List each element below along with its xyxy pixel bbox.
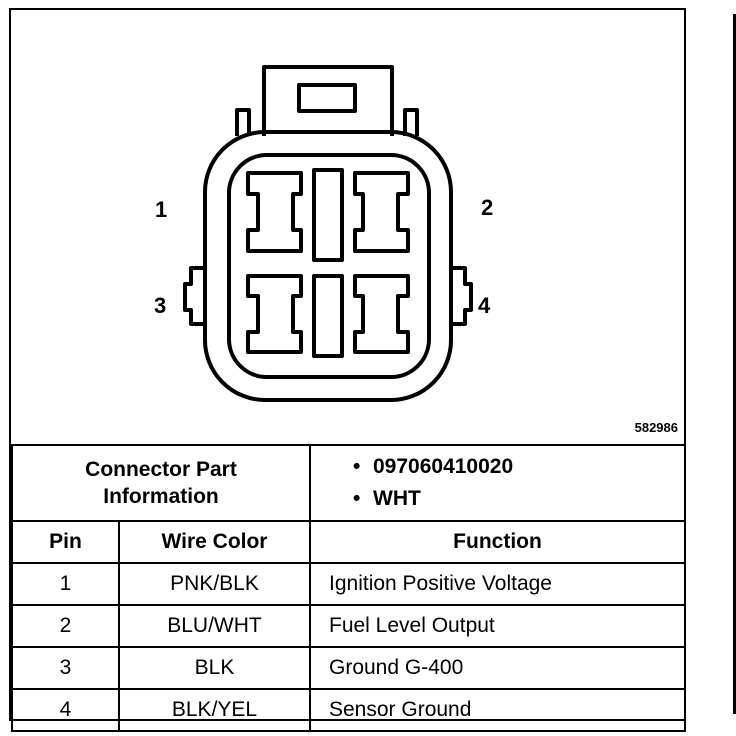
function-cell: Sensor Ground — [309, 688, 686, 732]
connector-table: Connector Part Information 097060410020 … — [11, 444, 686, 732]
pin-label-2: 2 — [481, 195, 494, 220]
pin-cell: 1 — [11, 562, 120, 606]
pin-cell: 2 — [11, 604, 120, 648]
table-row: 3 BLK Ground G-400 — [11, 646, 686, 690]
function-cell: Ground G-400 — [309, 646, 686, 690]
pin-label-3: 3 — [154, 293, 167, 318]
wire-color-cell: BLU/WHT — [118, 604, 311, 648]
wire-color-cell: BLK/YEL — [118, 688, 311, 732]
table-header-row: Pin Wire Color Function — [11, 520, 686, 564]
connector-color: WHT — [355, 483, 684, 515]
connector-info-row: Connector Part Information 097060410020 … — [11, 444, 686, 522]
function-cell: Fuel Level Output — [309, 604, 686, 648]
pin-label-4: 4 — [478, 293, 491, 318]
figure-id: 582986 — [634, 420, 678, 435]
wire-color-cell: PNK/BLK — [118, 562, 311, 606]
wire-color-cell: BLK — [118, 646, 311, 690]
pin-label-1: 1 — [155, 197, 168, 222]
pin-cell: 3 — [11, 646, 120, 690]
header-wire-color: Wire Color — [118, 520, 311, 564]
header-pin: Pin — [11, 520, 120, 564]
connector-part-number: 097060410020 — [355, 451, 684, 483]
table-row: 2 BLU/WHT Fuel Level Output — [11, 604, 686, 648]
pin-cell: 4 — [11, 688, 120, 732]
page-edge-line — [733, 14, 736, 714]
connector-diagram: 1 2 3 4 582986 — [11, 10, 684, 444]
connector-info-label: Connector Part Information — [11, 444, 311, 522]
connector-info-values: 097060410020 WHT — [309, 444, 686, 522]
connector-face-drawing — [183, 65, 473, 402]
connector-info-label-line2: Information — [103, 485, 219, 508]
header-function: Function — [309, 520, 686, 564]
table-row: 4 BLK/YEL Sensor Ground — [11, 688, 686, 732]
function-cell: Ignition Positive Voltage — [309, 562, 686, 606]
connector-info-label-line1: Connector Part — [85, 458, 237, 481]
connector-document: 1 2 3 4 582986 Connector Part Informatio… — [9, 8, 686, 732]
table-row: 1 PNK/BLK Ignition Positive Voltage — [11, 562, 686, 606]
